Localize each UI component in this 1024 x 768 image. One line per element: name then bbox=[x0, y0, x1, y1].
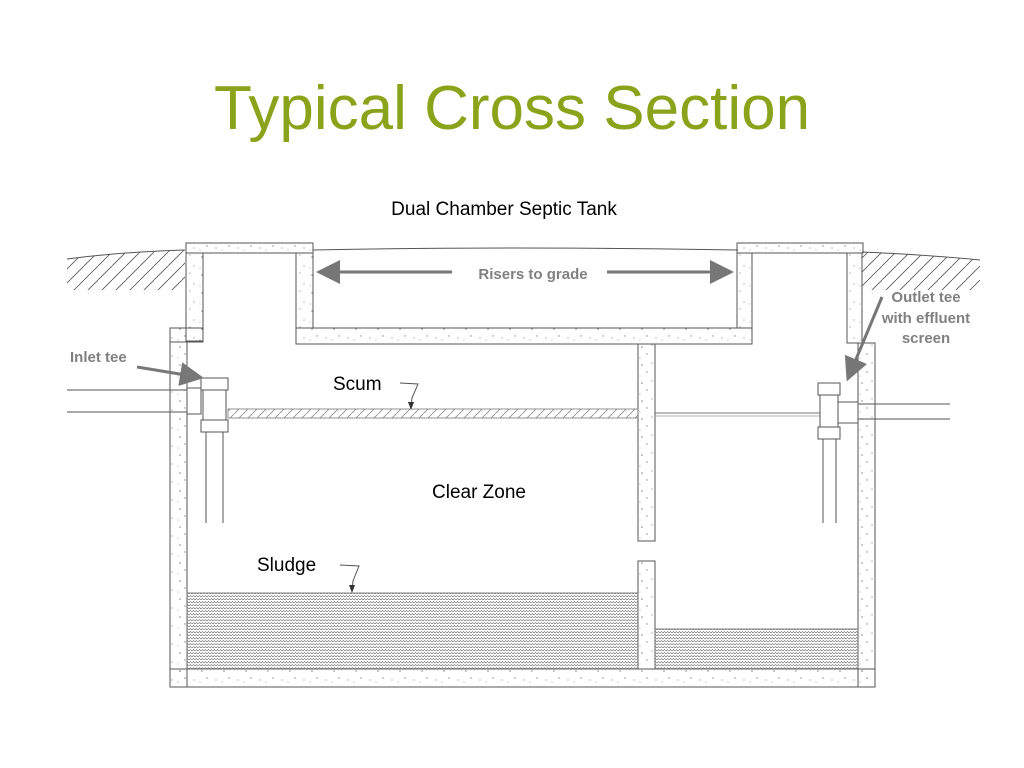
outlet-label-line3: screen bbox=[902, 330, 950, 347]
inlet-arrow bbox=[136, 362, 204, 386]
sludge-layer-right bbox=[654, 628, 859, 670]
clear-zone-label: Clear Zone bbox=[432, 482, 526, 503]
ground-surface bbox=[66, 247, 981, 290]
outlet-pipe bbox=[817, 382, 950, 523]
diagram-title: Dual Chamber Septic Tank bbox=[391, 199, 617, 220]
scum-label: Scum bbox=[333, 374, 382, 395]
inlet-pipe bbox=[67, 377, 229, 523]
tank-walls bbox=[169, 242, 876, 688]
outlet-label-line1: Outlet tee bbox=[891, 289, 960, 306]
inlet-label: Inlet tee bbox=[70, 349, 127, 366]
outlet-label-line2: with effluent bbox=[881, 310, 970, 327]
scum-layer bbox=[227, 408, 639, 419]
sludge-label: Sludge bbox=[257, 555, 316, 576]
sludge-layer-left bbox=[186, 592, 639, 670]
risers-label: Risers to grade bbox=[478, 266, 587, 283]
outlet-arrow bbox=[844, 296, 884, 382]
slide-title: Typical Cross Section bbox=[213, 74, 811, 143]
